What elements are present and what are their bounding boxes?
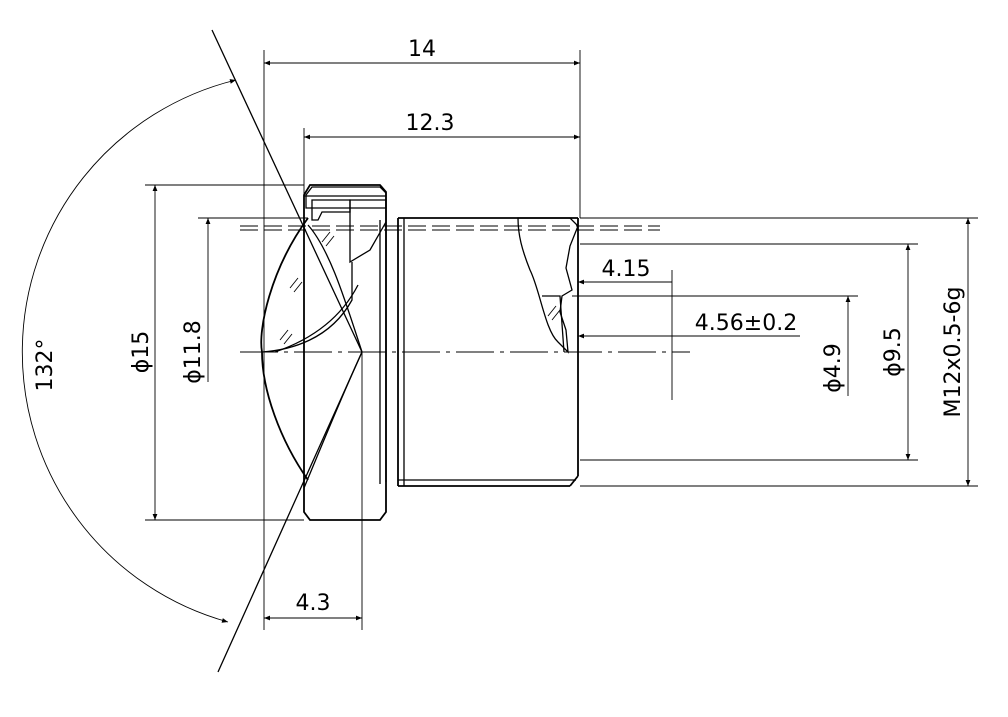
dim-overall-length: 14 <box>408 37 436 62</box>
dim-back-focus: 4.56±0.2 <box>695 311 797 336</box>
lens-element <box>260 217 363 489</box>
dim-thread-depth: 4.15 <box>602 257 651 282</box>
lens-barrel <box>240 217 660 487</box>
dimension-labels: 14 12.3 4.3 132° ϕ15 ϕ11.8 4.15 4.56±0.2… <box>33 37 966 616</box>
dimension-lines <box>21 60 971 623</box>
dim-thread-spec: M12x0.5-6g <box>941 287 966 418</box>
dim-angle: 132° <box>33 339 58 392</box>
dim-outer-diameter: ϕ15 <box>129 331 154 374</box>
dim-inner-diameter: ϕ4.9 <box>821 343 846 393</box>
front-ring <box>303 184 387 521</box>
dim-lens-diameter: ϕ11.8 <box>181 320 206 384</box>
dim-body-length: 12.3 <box>406 111 455 136</box>
dim-front-length: 4.3 <box>296 591 331 616</box>
dim-bore-diameter: ϕ9.5 <box>881 327 906 377</box>
